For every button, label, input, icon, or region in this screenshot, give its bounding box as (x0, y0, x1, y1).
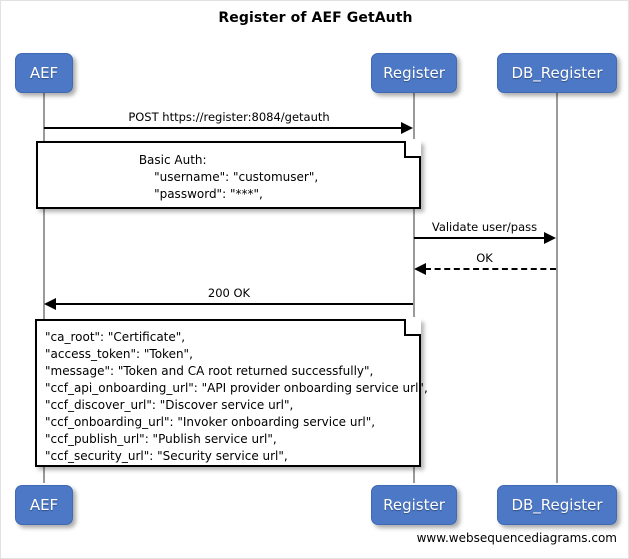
participant-top-db-register[interactable]: DB_Register (497, 53, 617, 93)
participant-top-register[interactable]: Register (371, 53, 457, 93)
note-response-body: "ca_root": "Certificate", "access_token"… (35, 319, 428, 467)
lifeline-aef (43, 91, 45, 483)
lifeline-register (413, 91, 415, 483)
participant-bottom-aef[interactable]: AEF (15, 485, 73, 525)
message-line-ok (425, 268, 556, 270)
arrow-head-post-getauth (401, 122, 413, 134)
footer-watermark: www.websequencediagrams.com (416, 531, 617, 545)
arrow-head-ok (414, 263, 426, 275)
message-label-200-ok: 200 OK (207, 286, 251, 300)
note-basic-auth: Basic Auth: "username": "customuser", "p… (36, 141, 421, 209)
arrow-head-200-ok (44, 298, 56, 310)
participant-bottom-db-register[interactable]: DB_Register (497, 485, 617, 525)
participant-bottom-register[interactable]: Register (371, 485, 457, 525)
arrow-head-validate-user-pass (544, 232, 556, 244)
note-fold-corner-icon (404, 319, 421, 336)
lifeline-db-register (556, 91, 558, 483)
message-line-200-ok (55, 303, 413, 305)
message-line-post-getauth (44, 127, 402, 129)
message-label-validate-user-pass: Validate user/pass (431, 220, 538, 234)
message-label-post-getauth: POST https://register:8084/getauth (128, 110, 330, 124)
page-title: Register of AEF GetAuth (218, 10, 413, 26)
note-response-body-text: "ca_root": "Certificate", "access_token"… (45, 330, 428, 463)
note-basic-auth-text: Basic Auth: "username": "customuser", "p… (138, 153, 319, 201)
message-line-validate-user-pass (414, 237, 545, 239)
participant-top-aef[interactable]: AEF (15, 53, 73, 93)
message-label-ok: OK (476, 251, 493, 265)
note-fold-corner-icon (404, 141, 421, 158)
